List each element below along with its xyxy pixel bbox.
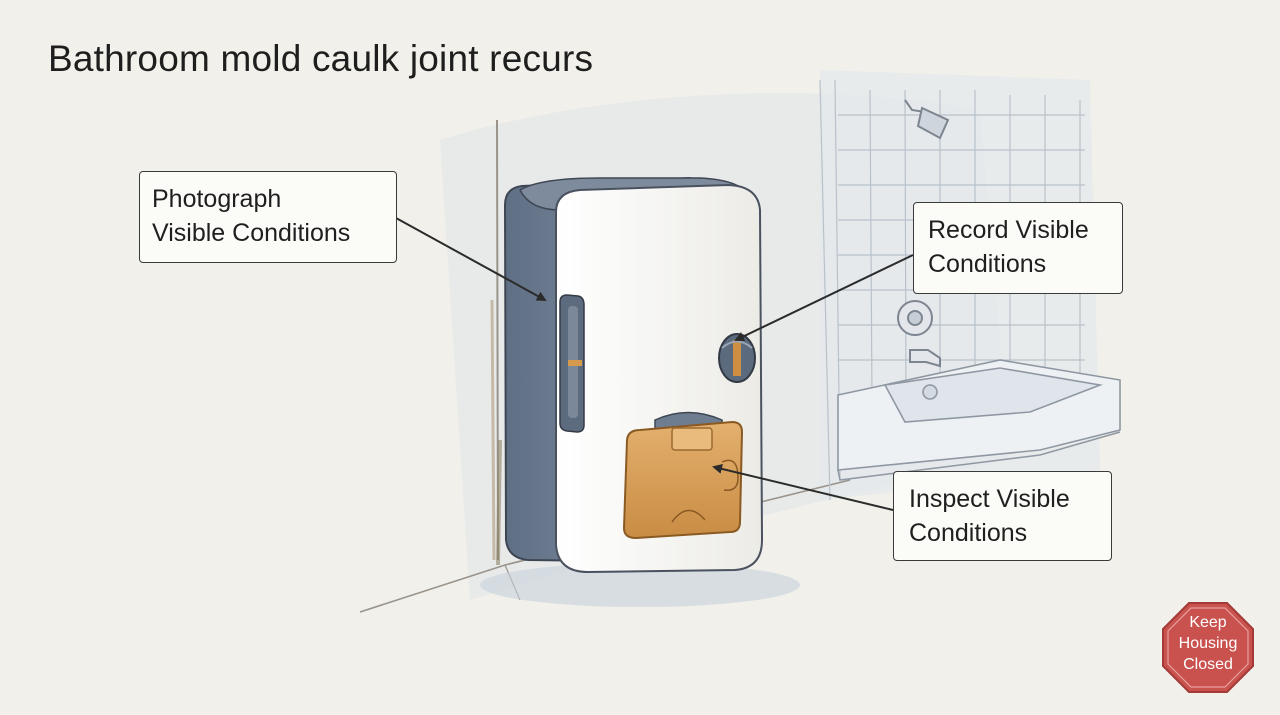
stop-sign-line-2: Housing [1178, 635, 1238, 652]
callout-photograph: Photograph Visible Conditions [139, 171, 397, 263]
wall-unit [503, 176, 764, 574]
sight-window [718, 333, 756, 383]
callout-record-line-2: Conditions [928, 250, 1047, 278]
unit-shadow [480, 563, 800, 607]
stop-sign-line-3: Closed [1183, 656, 1233, 673]
callout-record: Record Visible Conditions [913, 202, 1123, 294]
stop-sign-icon [1162, 602, 1254, 693]
amber-access-panel [622, 420, 744, 540]
page-title: Bathroom mold caulk joint recurs [48, 38, 594, 79]
callout-inspect-line-2: Conditions [909, 519, 1028, 547]
faucet-icon [897, 300, 941, 368]
shower-head-icon [904, 99, 950, 140]
callout-inspect-line-1: Inspect Visible [909, 485, 1070, 513]
callout-inspect: Inspect Visible Conditions [893, 471, 1112, 561]
arrow-inspect [712, 464, 894, 511]
arrow-record [734, 254, 914, 342]
bathtub [837, 359, 1121, 481]
stop-sign-label: Keep Housing Closed [1164, 612, 1252, 675]
callout-record-line-1: Record Visible [928, 216, 1089, 244]
callout-photograph-line-1: Photograph [152, 185, 282, 213]
callout-arrows [395, 217, 914, 511]
callout-photograph-line-2: Visible Conditions [152, 219, 351, 247]
wall-corner [359, 119, 851, 613]
stop-sign-line-1: Keep [1189, 614, 1227, 631]
arrow-photograph [395, 217, 547, 301]
